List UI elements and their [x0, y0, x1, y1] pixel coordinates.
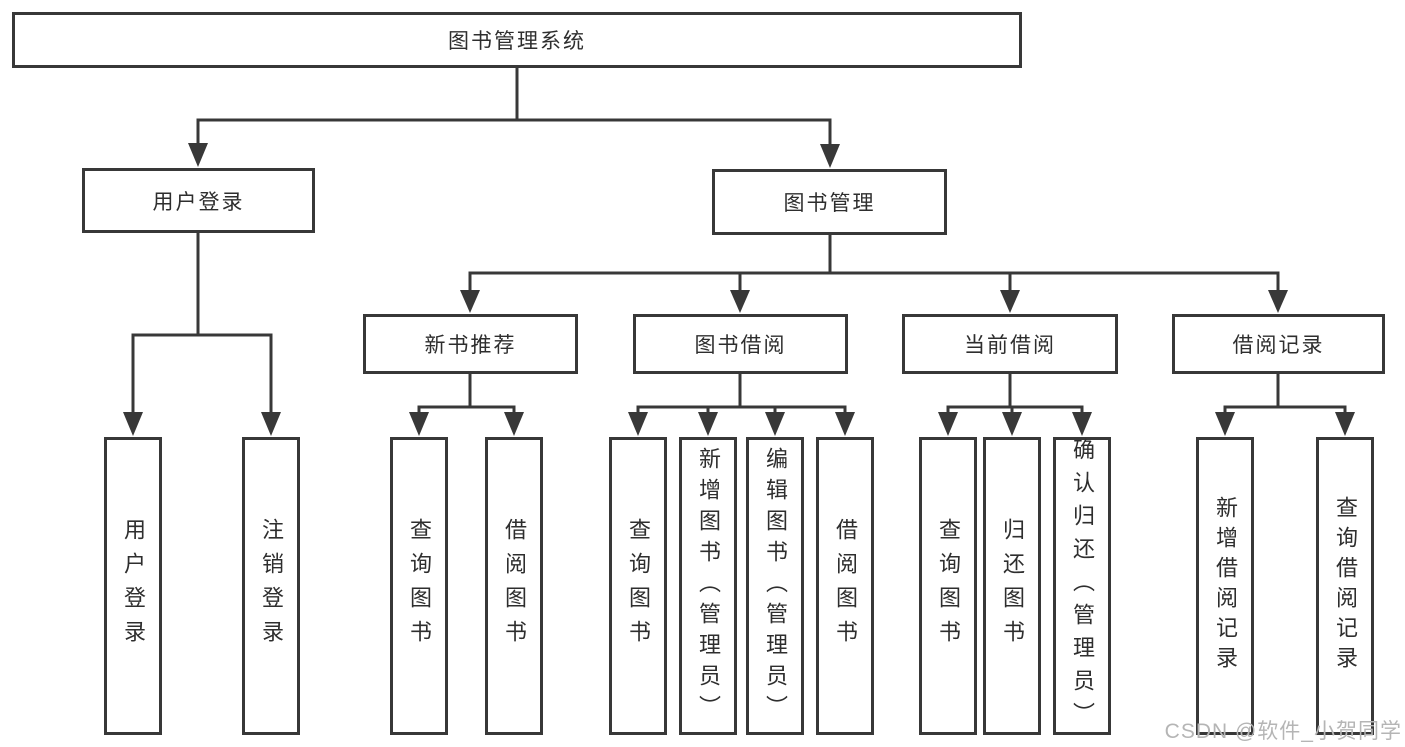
leaf-query-borrow-record-label: 查询借阅记录 [1333, 496, 1358, 676]
node-new-book-recommend-label: 新书推荐 [424, 334, 517, 357]
leaf-query-books-recommend-label: 查询图书 [407, 518, 432, 654]
leaf-query-books-current: 查询图书 [919, 437, 977, 735]
node-borrowing-records: 借阅记录 [1172, 314, 1385, 374]
leaf-query-books-recommend: 查询图书 [390, 437, 448, 735]
node-user-login-branch: 用户登录 [82, 168, 315, 233]
leaf-query-books-borrowing: 查询图书 [609, 437, 667, 735]
leaf-borrow-books-recommend-label: 借阅图书 [502, 518, 527, 654]
leaf-edit-books-admin-label: 编辑图书（管理员） [763, 446, 788, 726]
node-root-system-label: 图书管理系统 [448, 30, 586, 53]
node-root-system: 图书管理系统 [12, 12, 1022, 68]
node-book-borrowing: 图书借阅 [633, 314, 848, 374]
csdn-watermark: CSDN @软件_小贺同学 [1164, 720, 1402, 743]
leaf-query-books-current-label: 查询图书 [936, 518, 961, 654]
node-new-book-recommend: 新书推荐 [363, 314, 578, 374]
leaf-borrow-books: 借阅图书 [816, 437, 874, 735]
node-current-borrowing-label: 当前借阅 [964, 334, 1056, 357]
leaf-borrow-books-recommend: 借阅图书 [485, 437, 543, 735]
node-book-management-label: 图书管理 [783, 192, 876, 215]
leaf-confirm-return-admin-label: 确认归还（管理员） [1070, 437, 1095, 735]
leaf-edit-books-admin: 编辑图书（管理员） [746, 437, 804, 735]
leaf-borrow-books-label: 借阅图书 [833, 518, 858, 654]
leaf-user-login-label: 用户登录 [121, 518, 146, 654]
leaf-add-books-admin-label: 新增图书（管理员） [696, 446, 721, 726]
leaf-add-borrow-record-label: 新增借阅记录 [1213, 496, 1238, 676]
leaf-add-borrow-record: 新增借阅记录 [1196, 437, 1254, 735]
node-book-borrowing-label: 图书借阅 [694, 334, 787, 357]
node-book-management: 图书管理 [712, 169, 947, 235]
arrowheads [123, 143, 1355, 436]
leaf-user-login: 用户登录 [104, 437, 162, 735]
leaf-return-books: 归还图书 [983, 437, 1041, 735]
leaf-query-borrow-record: 查询借阅记录 [1316, 437, 1374, 735]
node-borrowing-records-label: 借阅记录 [1232, 334, 1325, 357]
leaf-logout-label: 注销登录 [259, 518, 284, 654]
node-current-borrowing: 当前借阅 [902, 314, 1118, 374]
leaf-return-books-label: 归还图书 [1000, 518, 1025, 654]
node-user-login-branch-label: 用户登录 [152, 190, 245, 214]
leaf-logout: 注销登录 [242, 437, 300, 735]
leaf-add-books-admin: 新增图书（管理员） [679, 437, 737, 735]
leaf-confirm-return-admin: 确认归还（管理员） [1053, 437, 1111, 735]
leaf-query-books-borrowing-label: 查询图书 [626, 518, 651, 654]
